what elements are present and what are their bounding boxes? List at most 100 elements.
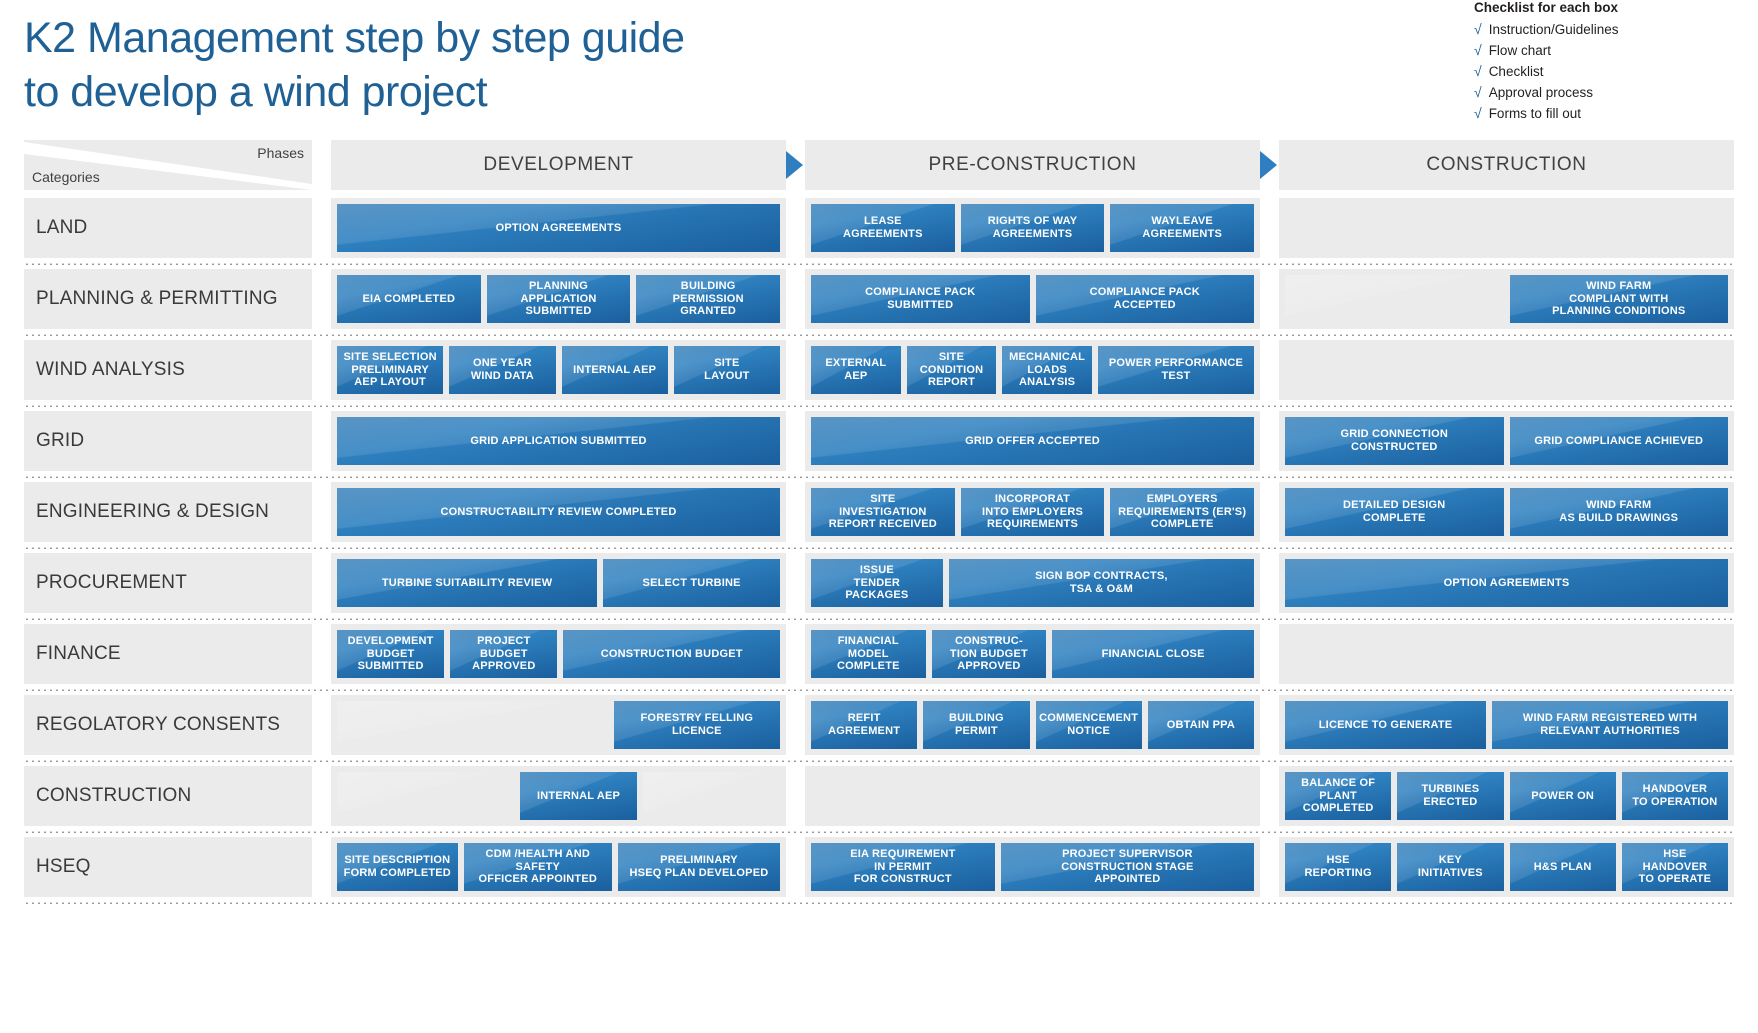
task-box[interactable]: SITE INVESTIGATION REPORT RECEIVED (811, 488, 955, 536)
task-box[interactable]: H&S PLAN (1509, 843, 1616, 891)
task-label: TURBINE SUITABILITY REVIEW (381, 576, 553, 589)
task-label: SELECT TURBINE (642, 576, 741, 589)
task-box[interactable]: SIGN BOP CONTRACTS, TSA & O&M (948, 559, 1254, 607)
track-development: INTERNAL AEP (331, 766, 786, 826)
task-box[interactable]: CONSTRUCTABILITY REVIEW COMPLETED (337, 488, 780, 536)
task-label: EIA COMPLETED (362, 292, 456, 305)
task-label: WAYLEAVE AGREEMENTS (1142, 215, 1222, 240)
task-label: WIND FARM REGISTERED WITH RELEVANT AUTHO… (1522, 712, 1698, 737)
task-box[interactable]: EIA REQUIREMENT IN PERMIT FOR CONSTRUCT (811, 843, 995, 891)
task-box[interactable]: WIND FARM AS BUILD DRAWINGS (1509, 488, 1728, 536)
task-box[interactable]: SITE SELECTION PRELIMINARY AEP LAYOUT (337, 346, 444, 394)
task-box[interactable]: COMPLIANCE PACK SUBMITTED (811, 275, 1030, 323)
task-box[interactable]: COMMENCEMENT NOTICE (1035, 701, 1142, 749)
task-label: TURBINES ERECTED (1421, 783, 1480, 808)
row-divider (24, 546, 1734, 549)
task-box[interactable]: SELECT TURBINE (603, 559, 780, 607)
row-divider (24, 901, 1734, 904)
category-label-construction: CONSTRUCTION (24, 766, 312, 826)
task-box[interactable]: REFIT AGREEMENT (811, 701, 918, 749)
task-box[interactable]: SITE CONDITION REPORT (906, 346, 997, 394)
task-box[interactable]: OPTION AGREEMENTS (337, 204, 780, 252)
empty-slot (337, 772, 515, 820)
task-box[interactable]: HSE REPORTING (1285, 843, 1392, 891)
check-icon: √ (1474, 84, 1482, 100)
task-box[interactable]: FINANCIAL CLOSE (1052, 630, 1254, 678)
task-box[interactable]: DETAILED DESIGN COMPLETE (1285, 488, 1504, 536)
task-box[interactable]: BALANCE OF PLANT COMPLETED (1285, 772, 1392, 820)
task-box[interactable]: BUILDING PERMIT (923, 701, 1030, 749)
task-label: FINANCIAL MODEL COMPLETE (836, 635, 900, 673)
track-construction: LICENCE TO GENERATE WIND FARM REGISTERED … (1279, 695, 1734, 755)
row-divider (24, 475, 1734, 478)
task-box[interactable]: INTERNAL AEP (520, 772, 638, 820)
task-box[interactable]: GRID OFFER ACCEPTED (811, 417, 1254, 465)
task-box[interactable]: FINANCIAL MODEL COMPLETE (811, 630, 926, 678)
category-label-procurement: PROCUREMENT (24, 553, 312, 613)
task-box[interactable]: DEVELOPMENT BUDGET SUBMITTED (337, 630, 445, 678)
task-label: BUILDING PERMISSION GRANTED (672, 280, 744, 318)
task-label: BUILDING PERMIT (948, 712, 1004, 737)
task-box[interactable]: GRID COMPLIANCE ACHIEVED (1509, 417, 1728, 465)
check-icon: √ (1474, 21, 1482, 37)
task-box[interactable]: PROJECT SUPERVISOR CONSTRUCTION STAGE AP… (1000, 843, 1254, 891)
task-box[interactable]: POWER ON (1509, 772, 1616, 820)
track-development: GRID APPLICATION SUBMITTED (331, 411, 786, 471)
phase-arrow-icon (1260, 151, 1277, 179)
task-box[interactable]: FORESTRY FELLING LICENCE (613, 701, 780, 749)
task-label: EXTERNAL AEP (825, 357, 887, 382)
category-row: REGOLATORY CONSENTS FORESTRY FELLING LICE… (24, 695, 1734, 755)
task-box[interactable]: WIND FARM REGISTERED WITH RELEVANT AUTHO… (1492, 701, 1728, 749)
task-box[interactable]: INCORPORAT INTO EMPLOYERS REQUIREMENTS (960, 488, 1105, 536)
task-box[interactable]: HSE HANDOVER TO OPERATE (1621, 843, 1728, 891)
task-box[interactable]: PRELIMINARY HSEQ PLAN DEVELOPED (617, 843, 781, 891)
category-label-land: LAND (24, 198, 312, 258)
task-label: COMPLIANCE PACK ACCEPTED (1089, 286, 1200, 311)
task-box[interactable]: TURBINES ERECTED (1397, 772, 1504, 820)
task-box[interactable]: CONSTRUCTION BUDGET (563, 630, 781, 678)
category-label-regolatory-consents: REGOLATORY CONSENTS (24, 695, 312, 755)
task-box[interactable]: COMPLIANCE PACK ACCEPTED (1035, 275, 1254, 323)
corner-axis-cell: Phases Categories (24, 140, 312, 190)
task-label: POWER PERFORMANCE TEST (1108, 357, 1244, 382)
task-box[interactable]: WAYLEAVE AGREEMENTS (1110, 204, 1255, 252)
task-box[interactable]: CDM /HEALTH AND SAFETY OFFICER APPOINTED (463, 843, 612, 891)
task-box[interactable]: OBTAIN PPA (1147, 701, 1254, 749)
task-box[interactable]: MECHANICAL LOADS ANALYSIS (1002, 346, 1092, 394)
task-box[interactable]: PROJECT BUDGET APPROVED (450, 630, 558, 678)
task-box[interactable]: BUILDING PERMISSION GRANTED (636, 275, 781, 323)
task-box[interactable]: GRID APPLICATION SUBMITTED (337, 417, 780, 465)
task-box[interactable]: EIA COMPLETED (337, 275, 481, 323)
task-box[interactable]: KEY INITIATIVES (1397, 843, 1504, 891)
task-box[interactable]: GRID CONNECTION CONSTRUCTED (1285, 417, 1504, 465)
task-box[interactable]: LEASE AGREEMENTS (811, 204, 955, 252)
task-box[interactable]: HANDOVER TO OPERATION (1621, 772, 1728, 820)
task-box[interactable]: OPTION AGREEMENTS (1285, 559, 1728, 607)
track-preconstruction: COMPLIANCE PACK SUBMITTED COMPLIANCE PACK… (805, 269, 1260, 329)
task-box[interactable]: TURBINE SUITABILITY REVIEW (337, 559, 598, 607)
task-box[interactable]: WIND FARM COMPLIANT WITH PLANNING CONDIT… (1509, 275, 1728, 323)
task-box[interactable]: PLANNING APPLICATION SUBMITTED (486, 275, 631, 323)
phase-arrow-icon (786, 151, 803, 179)
task-box[interactable]: RIGHTS OF WAY AGREEMENTS (960, 204, 1105, 252)
task-box[interactable]: ONE YEAR WIND DATA (449, 346, 556, 394)
task-box[interactable]: LICENCE TO GENERATE (1285, 701, 1487, 749)
checklist-item: √ Instruction/Guidelines (1474, 19, 1734, 40)
task-box[interactable]: ISSUE TENDER PACKAGES (811, 559, 943, 607)
task-box[interactable]: SITE LAYOUT (673, 346, 780, 394)
phase-header-development: DEVELOPMENT (331, 140, 786, 190)
track-construction (1279, 624, 1734, 684)
task-box[interactable]: EMPLOYERS REQUIREMENTS (ER'S) COMPLETE (1110, 488, 1255, 536)
task-box[interactable]: EXTERNAL AEP (811, 346, 901, 394)
task-box[interactable]: SITE DESCRIPTION FORM COMPLETED (337, 843, 458, 891)
task-box[interactable]: CONSTRUC- TION BUDGET APPROVED (931, 630, 1047, 678)
task-box[interactable]: INTERNAL AEP (561, 346, 668, 394)
task-box[interactable]: POWER PERFORMANCE TEST (1097, 346, 1254, 394)
